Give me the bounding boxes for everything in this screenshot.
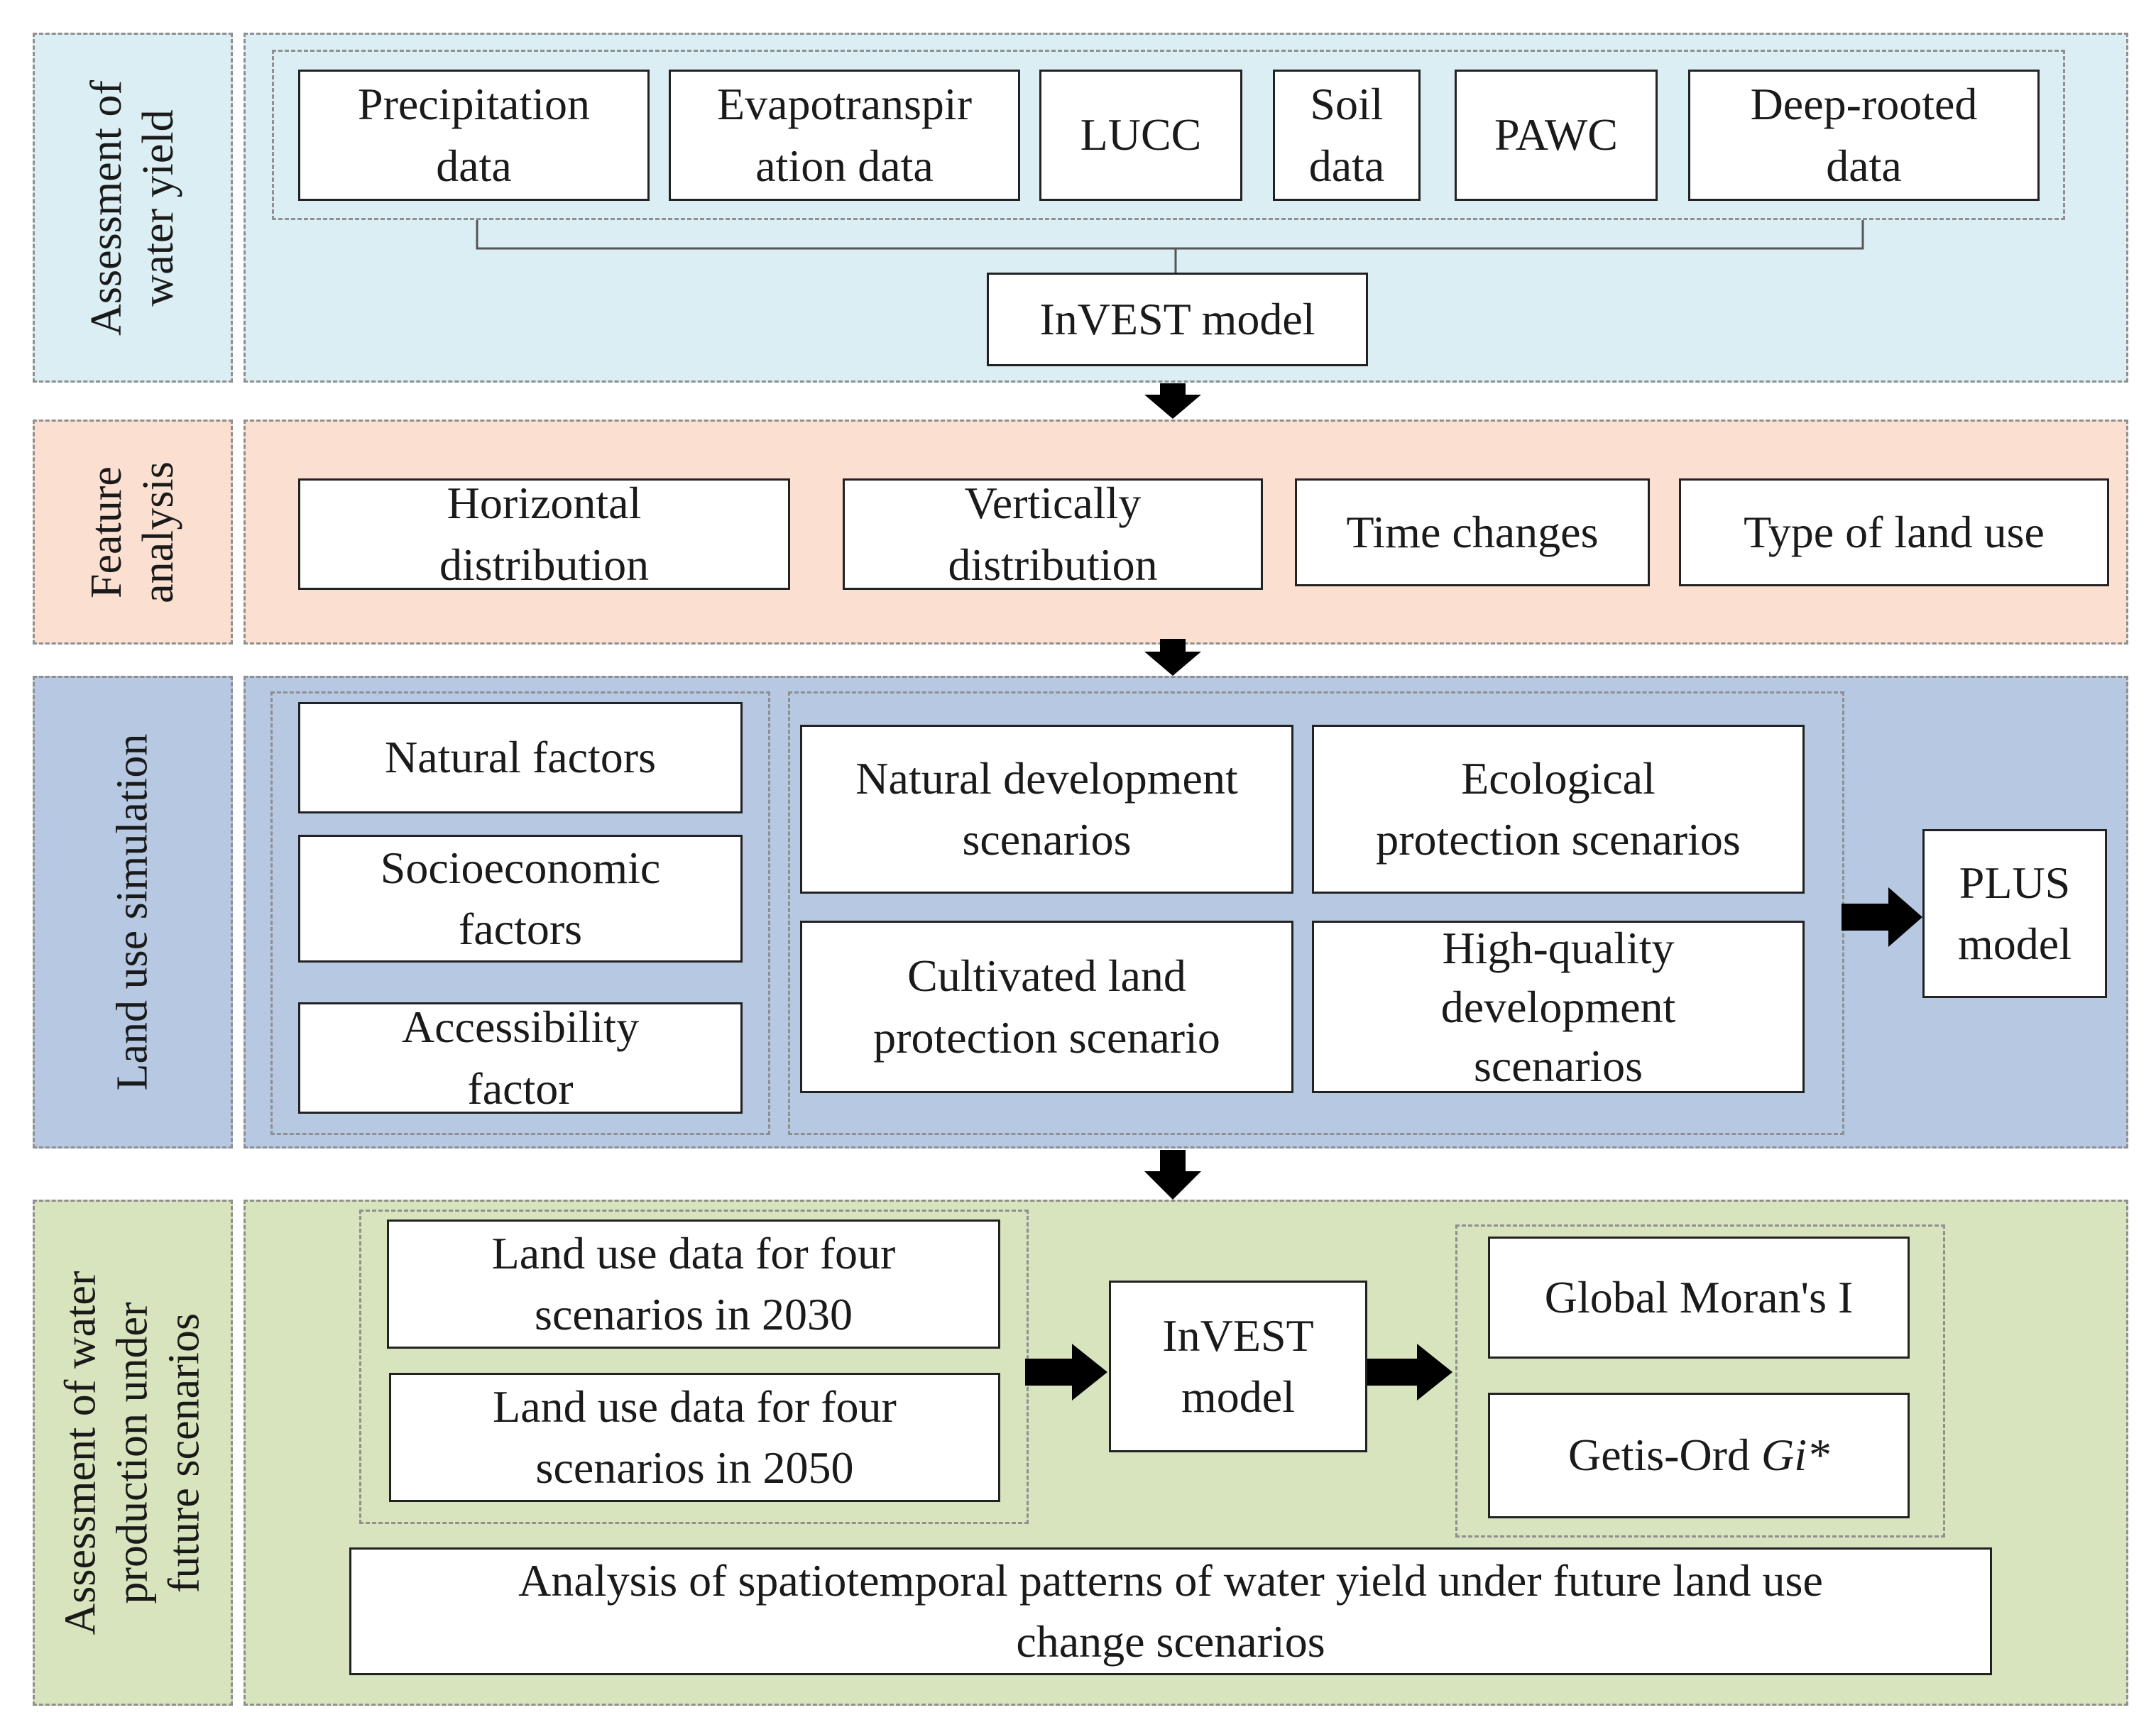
section-label-land-use-simulation: Land use simulation: [33, 676, 233, 1149]
getis-ord-gi-box: Getis-Ord Gi*: [1488, 1393, 1910, 1518]
section-label-feature-analysis: Feature analysis: [33, 420, 233, 645]
input-data-group: [272, 50, 2065, 220]
time-changes-box: Time changes: [1295, 478, 1650, 586]
spatial-statistics-group: [1455, 1224, 1945, 1538]
right-arrow-icon: [1842, 887, 1922, 947]
natural-factors-box: Natural factors: [298, 702, 743, 813]
right-arrow-icon: [1025, 1344, 1107, 1401]
global-morans-i-box: Global Moran's I: [1488, 1237, 1910, 1359]
analysis-box: Analysis of spatiotemporal patterns of w…: [349, 1547, 1992, 1675]
down-arrow-icon: [1144, 639, 1201, 676]
gi-star-symbol: Gi*: [1761, 1430, 1829, 1481]
lucc-box: LUCC: [1039, 70, 1242, 201]
section-label-assessment-water-yield: Assessment of water yield: [33, 33, 233, 383]
down-arrow-icon: [1144, 383, 1201, 419]
type-of-land-use-box: Type of land use: [1679, 478, 2109, 586]
down-arrow-icon: [1144, 1150, 1201, 1200]
section-label-future-scenarios: Assessment of water production under fut…: [33, 1200, 233, 1706]
factors-group: [270, 691, 770, 1135]
input-bracket-connector: [476, 220, 1864, 250]
right-arrow-icon: [1367, 1344, 1452, 1401]
invest-model-box-top: InVEST model: [987, 273, 1368, 366]
pawc-box: PAWC: [1455, 70, 1658, 201]
